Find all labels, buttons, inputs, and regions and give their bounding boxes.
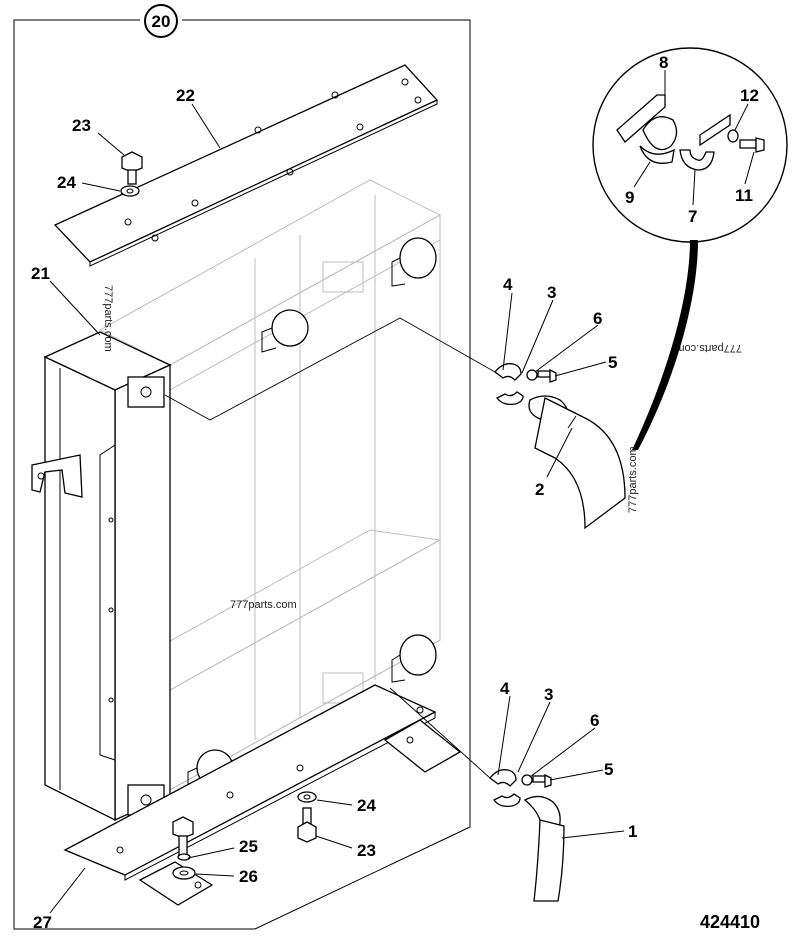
group-boundary <box>13 19 471 930</box>
callout-leaders <box>49 70 755 914</box>
callout-26[interactable]: 26 <box>239 867 258 886</box>
upper-hose-assembly <box>494 363 626 530</box>
lower-hose-assembly <box>489 769 565 902</box>
callout-7[interactable]: 7 <box>688 207 697 226</box>
upper-connection-dashline <box>164 317 496 421</box>
callout-11[interactable]: 11 <box>735 186 753 205</box>
callout-1[interactable]: 1 <box>628 822 637 841</box>
callout-12[interactable]: 12 <box>740 86 759 105</box>
callout-22[interactable]: 22 <box>176 86 195 105</box>
callout-4-upper[interactable]: 4 <box>503 275 513 294</box>
radiator-front-tank <box>31 331 172 822</box>
callout-3-lower[interactable]: 3 <box>544 685 553 704</box>
callout-24-lower[interactable]: 24 <box>357 796 376 815</box>
upper-left-pipe-stub <box>261 309 309 353</box>
clamp-detail-view: 777parts.com <box>592 47 788 354</box>
callout-21[interactable]: 21 <box>31 264 50 283</box>
callout-3-upper[interactable]: 3 <box>547 283 556 302</box>
callout-4-lower[interactable]: 4 <box>500 679 510 698</box>
callout-24-upper[interactable]: 24 <box>57 173 76 192</box>
callout-23-upper[interactable]: 23 <box>72 116 91 135</box>
callout-25[interactable]: 25 <box>239 837 258 856</box>
callout-23-lower[interactable]: 23 <box>357 841 376 860</box>
callout-20[interactable]: 20 <box>144 4 178 38</box>
detail-link-line <box>632 240 698 450</box>
callout-6-lower[interactable]: 6 <box>590 711 599 730</box>
bottom-mounting-plate <box>63 684 462 906</box>
upper-bolt-and-washer <box>120 151 143 197</box>
lower-connection-dashline <box>389 687 491 779</box>
watermark-center: 777parts.com <box>230 599 297 611</box>
callout-6-upper[interactable]: 6 <box>593 309 602 328</box>
callout-2[interactable]: 2 <box>535 480 544 499</box>
watermark-left: 777parts.com <box>102 285 114 352</box>
drawing-number: 424410 <box>700 912 760 932</box>
lower-bolts-washers <box>172 791 317 880</box>
callout-5-upper[interactable]: 5 <box>608 353 617 372</box>
callout-8[interactable]: 8 <box>659 53 668 72</box>
svg-text:20: 20 <box>152 12 171 31</box>
callout-9[interactable]: 9 <box>625 188 634 207</box>
upper-pipe-outlet <box>391 237 437 287</box>
top-cover-plate <box>53 64 439 267</box>
watermark-hose: 777parts.com <box>627 446 639 513</box>
lower-pipe-outlet <box>391 634 437 683</box>
callout-5-lower[interactable]: 5 <box>604 760 613 779</box>
callout-27[interactable]: 27 <box>33 913 52 932</box>
svg-text:777parts.com: 777parts.com <box>675 342 742 354</box>
